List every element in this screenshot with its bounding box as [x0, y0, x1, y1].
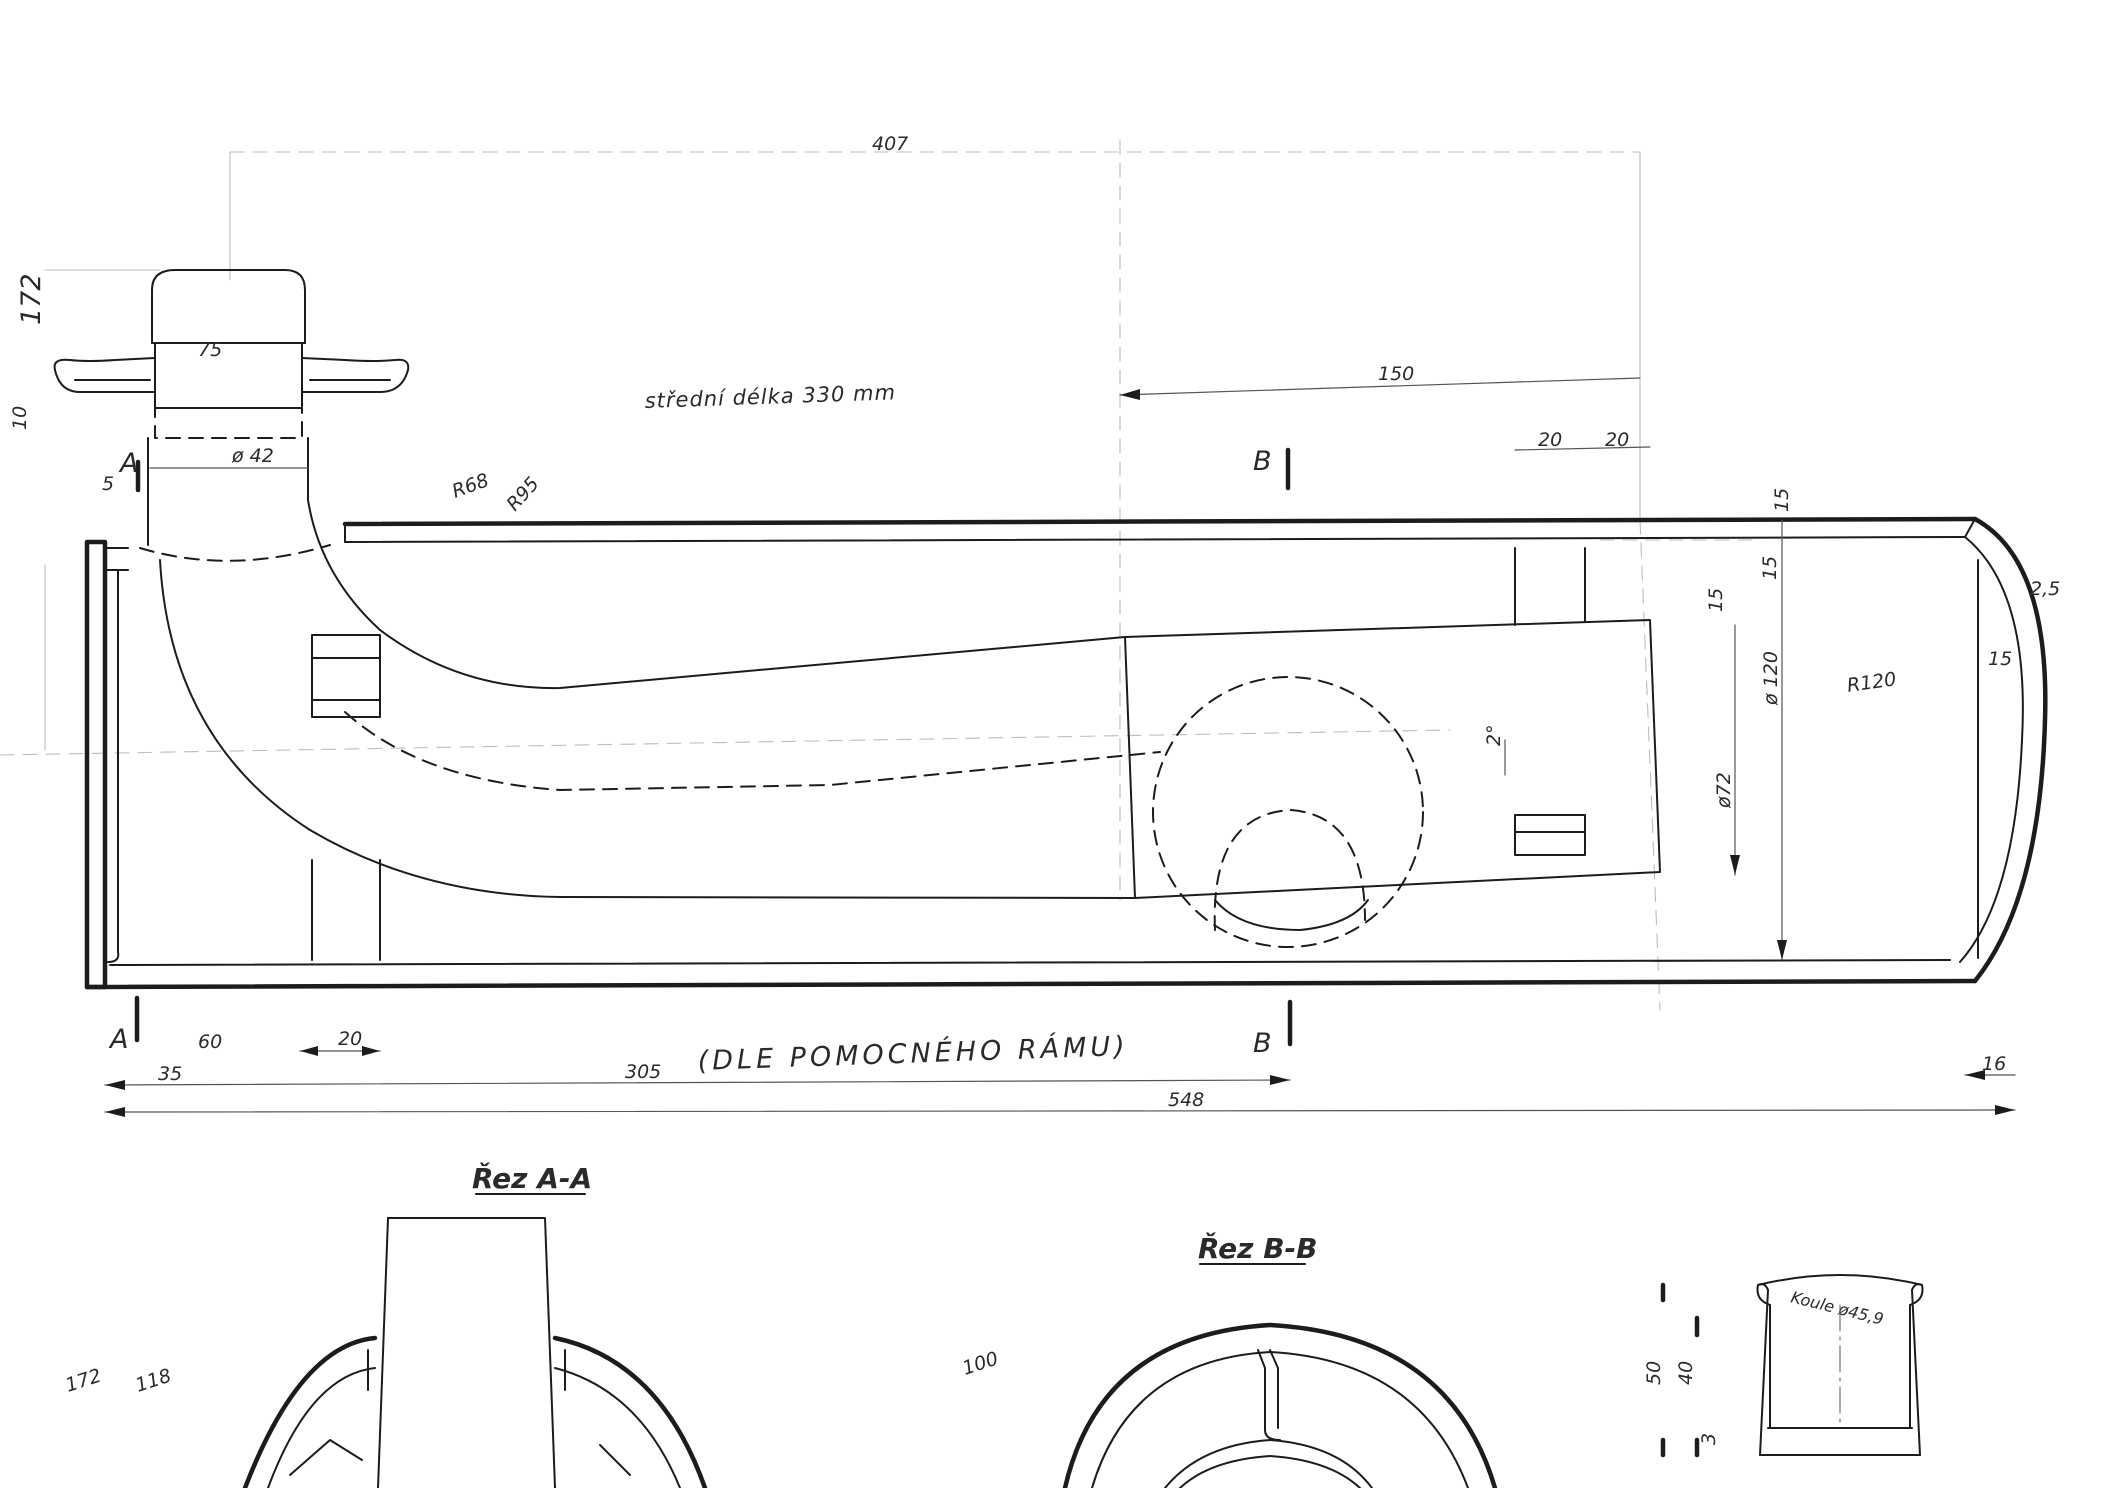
mark-a-top: A	[118, 448, 138, 479]
dim-305: 305	[625, 1061, 661, 1083]
dim-75: 75	[198, 339, 222, 361]
dim-2deg: 2°	[1483, 724, 1505, 746]
dim-150: 150	[1378, 363, 1414, 385]
dim-15a: 15	[1771, 488, 1793, 512]
dim-dia72: ø72	[1713, 772, 1735, 809]
note-mean-length: střední délka 330 mm	[644, 380, 896, 413]
dim-r120: R120	[1846, 668, 1898, 697]
dim-118: 118	[133, 1365, 174, 1397]
tank-body	[84, 516, 2048, 990]
ball-cup-detail	[1660, 1274, 1924, 1458]
dim-dia120: ø 120	[1760, 651, 1782, 706]
dim-dia42: ø 42	[231, 445, 274, 467]
dim-100: 100	[960, 1348, 1001, 1380]
mark-b-top: B	[1253, 446, 1272, 477]
dimension-texts: 407 172 75 10 5 ø 42 R68 R95 150 20 20 1…	[9, 133, 2060, 1445]
dim-35: 35	[158, 1063, 182, 1085]
dim-172b: 172	[63, 1365, 104, 1397]
dim-15d: 15	[1988, 648, 2012, 670]
note-frame: (DLE POMOCNÉHO RÁMU)	[697, 1030, 1129, 1077]
dim-3: 3	[1698, 1433, 1720, 1445]
filler-neck	[53, 269, 410, 546]
section-aa-title: Řez A-A	[472, 1161, 592, 1195]
dim-5: 5	[102, 473, 114, 495]
dim-16: 16	[1982, 1053, 2006, 1075]
dimension-lines	[104, 377, 2016, 1117]
mark-a-bottom: A	[108, 1024, 128, 1055]
note-ball: Koule ø45,9	[1789, 1287, 1885, 1328]
mark-b-bottom: B	[1253, 1028, 1272, 1059]
dim-r68: R68	[449, 469, 492, 502]
dim-r95: R95	[502, 473, 543, 516]
section-aa-view: Řez A-A	[242, 1161, 708, 1488]
dim-407: 407	[872, 133, 908, 155]
dim-25: 2,5	[2030, 578, 2060, 600]
dim-50: 50	[1643, 1361, 1665, 1385]
dim-10: 10	[9, 406, 31, 430]
dim-15c: 15	[1705, 588, 1727, 612]
section-bb-title: Řez B-B	[1198, 1231, 1318, 1265]
dim-548: 548	[1168, 1089, 1204, 1111]
dim-20b: 20	[1605, 429, 1629, 451]
dim-60: 60	[198, 1031, 222, 1053]
section-bb-view: Řez B-B	[1062, 1231, 1498, 1488]
fill-pipe	[139, 499, 1661, 948]
section-marks: A B A B	[108, 446, 1272, 1059]
dim-15b: 15	[1759, 556, 1781, 580]
dim-20c: 20	[338, 1028, 362, 1050]
brackets	[311, 547, 1586, 961]
dim-20a: 20	[1538, 429, 1562, 451]
dim-40: 40	[1675, 1361, 1697, 1385]
dim-172: 172	[16, 273, 47, 325]
